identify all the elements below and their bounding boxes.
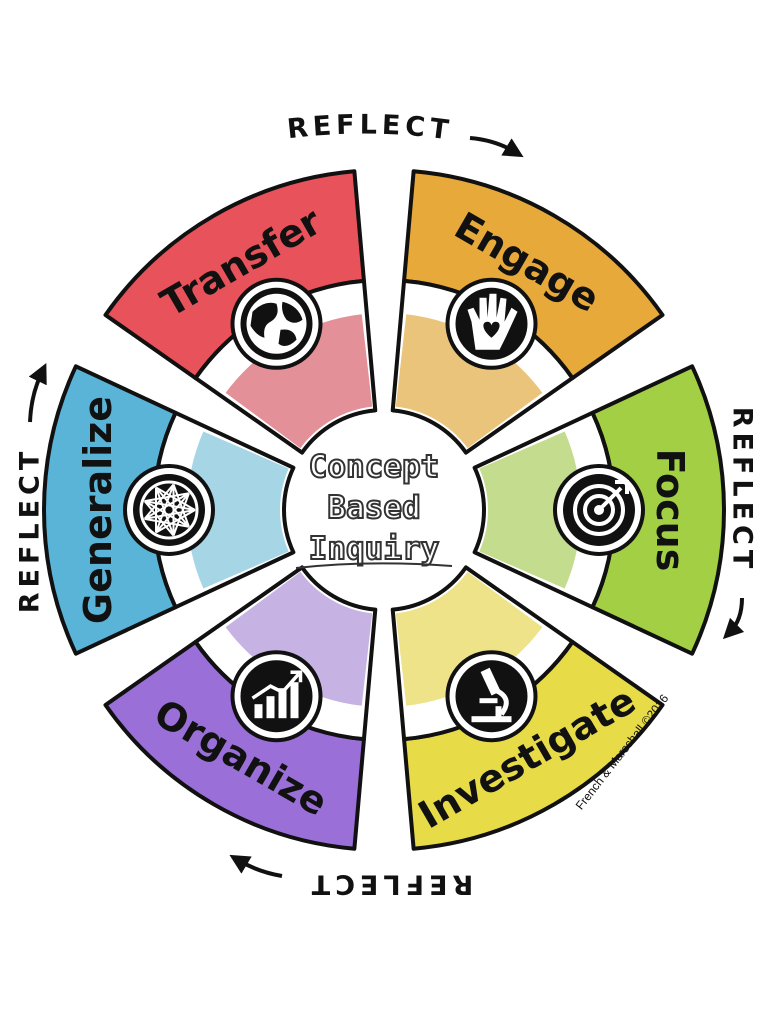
- reflect-right-label: REFLECT: [727, 407, 758, 574]
- segment-inner-focus: [479, 431, 582, 589]
- target-icon: [553, 464, 645, 556]
- reflect-right: REFLECT: [722, 407, 758, 640]
- center-title-line-3: Inquiry: [309, 531, 440, 567]
- reflect-left-arrow: [28, 362, 47, 423]
- reflect-top: REFLECT: [286, 109, 524, 158]
- reflect-bottom: REFLECT: [229, 854, 474, 900]
- segment-label-focus: Focus: [648, 449, 692, 572]
- network-globe-icon: [123, 464, 215, 556]
- reflect-right-arrow: [722, 597, 745, 640]
- segment-inner-transfer: [225, 314, 373, 449]
- segments-layer: [42, 169, 726, 851]
- svg-text:REFLECT: REFLECT: [286, 109, 456, 146]
- segment-generalize: [42, 364, 296, 656]
- reflect-left: REFLECT: [15, 362, 47, 614]
- reflect-bottom-label: REFLECT: [307, 869, 474, 900]
- center-underline: [295, 562, 453, 569]
- microscope-icon: [445, 650, 538, 743]
- center-title-line-1: Concept: [309, 449, 440, 485]
- segment-inner-generalize: [187, 431, 289, 589]
- reflect-top-label: REFLECT: [286, 109, 451, 146]
- world-globe-icon: [230, 277, 323, 370]
- reflect-left-label: REFLECT: [15, 447, 46, 614]
- center-title-line-2: Based: [327, 490, 420, 526]
- bar-chart-icon: [230, 650, 323, 743]
- segment-label-generalize: Generalize: [76, 396, 120, 624]
- reflect-top-arrow: [469, 136, 524, 158]
- icons-layer: [123, 277, 645, 743]
- segment-inner-investigate: [395, 571, 543, 706]
- center-title: Concept Based Inquiry: [295, 448, 453, 569]
- segment-inner-organize: [225, 571, 373, 706]
- segment-focus: [472, 364, 726, 656]
- hand-heart-icon: [445, 277, 538, 370]
- reflect-bottom-arrow: [229, 854, 283, 878]
- segment-inner-engage: [395, 314, 543, 449]
